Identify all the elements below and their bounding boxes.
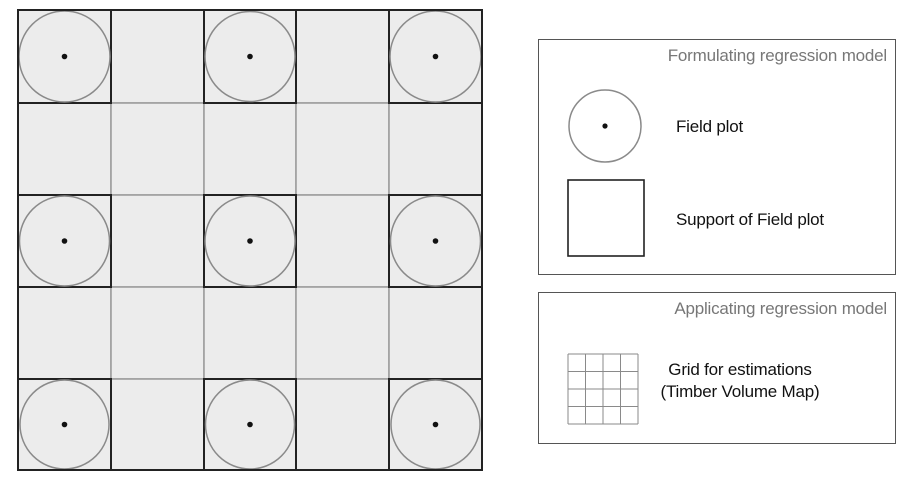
estimation-grid-icon — [567, 353, 639, 425]
grid-cell — [17, 102, 112, 196]
field-plot-center-dot — [61, 238, 68, 244]
grid-for-estimations-label: Grid for estimations (Timber Volume Map) — [645, 359, 835, 403]
field-plot-grid-diagram — [17, 9, 483, 471]
field-plot-icon — [568, 89, 642, 163]
grid-cell — [110, 102, 205, 196]
grid-cell — [110, 286, 205, 380]
grid-cell — [110, 9, 205, 104]
grid-cell — [295, 286, 390, 380]
field-plot-label: Field plot — [676, 117, 743, 136]
grid-cell — [110, 378, 205, 471]
grid-outer-border — [17, 9, 483, 471]
grid-cell — [388, 286, 483, 380]
field-plot-center-dot — [247, 238, 253, 244]
field-plot-center-dot — [247, 421, 253, 428]
support-of-field-plot-icon — [567, 179, 645, 257]
legend-applicating-regression-model: Applicating regression model Grid for es… — [538, 292, 896, 444]
legend-title-applicating: Applicating regression model — [674, 299, 887, 318]
field-plot-center-dot — [247, 53, 253, 60]
support-of-field-plot-label: Support of Field plot — [676, 210, 824, 229]
field-plot-center-dot — [432, 238, 439, 244]
legend-title-formulating: Formulating regression model — [667, 46, 887, 65]
grid-cell — [203, 286, 297, 380]
grid-cell — [295, 102, 390, 196]
grid-cell — [17, 286, 112, 380]
grid-cell — [295, 194, 390, 288]
field-plot-center-dot — [61, 421, 68, 428]
grid-cell — [110, 194, 205, 288]
grid-label-line-2: (Timber Volume Map) — [660, 382, 820, 401]
grid-cell — [295, 378, 390, 471]
grid-cell — [388, 102, 483, 196]
field-plot-center-dot — [432, 53, 439, 60]
field-plot-center-dot — [432, 421, 439, 428]
field-plot-center-dot — [61, 53, 68, 60]
grid-cell — [295, 9, 390, 104]
grid-cell — [203, 102, 297, 196]
legend-formulating-regression-model: Formulating regression model Field plot … — [538, 39, 896, 275]
field-plot-support — [203, 194, 297, 288]
grid-label-line-1: Grid for estimations — [668, 360, 812, 379]
field-plots — [18, 10, 482, 470]
